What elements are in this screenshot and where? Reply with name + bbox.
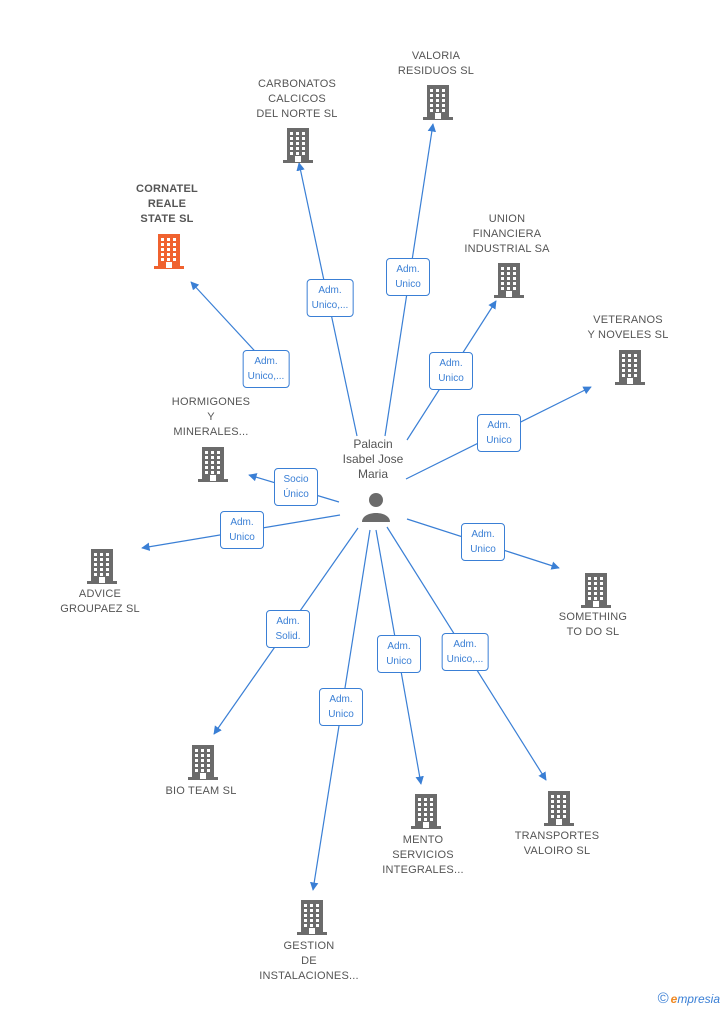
building-icon[interactable] (152, 233, 186, 269)
building-icon[interactable] (613, 349, 647, 385)
edge-label-carbonatos[interactable]: Adm. Unico,... (306, 279, 354, 317)
company-name-bioteam[interactable]: BIO TEAM SL (165, 785, 237, 797)
company-name-carbonatos[interactable]: CARBONATOS CALCICOS DEL NORTE SL (256, 78, 338, 120)
company-name-mento[interactable]: MENTO SERVICIOS INTEGRALES... (382, 834, 464, 876)
edge-label-gestion[interactable]: Adm. Unico (319, 688, 363, 726)
edge-label-veteranos[interactable]: Adm. Unico (477, 414, 521, 452)
building-icon[interactable] (281, 127, 315, 163)
building-icon[interactable] (186, 744, 220, 780)
person-icon[interactable] (359, 490, 393, 524)
building-icon[interactable] (579, 572, 613, 608)
company-name-transportes[interactable]: TRANSPORTES VALOIRO SL (514, 830, 600, 857)
building-icon[interactable] (492, 262, 526, 298)
company-name-valoria[interactable]: VALORIA RESIDUOS SL (397, 50, 475, 77)
edge-label-advice[interactable]: Adm. Unico (220, 511, 264, 549)
copyright-icon: © (657, 990, 669, 1007)
center-person-name: Palacin Isabel Jose Maria (342, 437, 404, 481)
company-name-gestion[interactable]: GESTION DE INSTALACIONES... (259, 940, 359, 982)
brand-name: mpresia (677, 992, 720, 1006)
company-name-veteranos[interactable]: VETERANOS Y NOVELES SL (587, 314, 669, 341)
building-icon[interactable] (85, 548, 119, 584)
edge-label-union[interactable]: Adm. Unico (429, 352, 473, 390)
company-name-something[interactable]: SOMETHING TO DO SL (558, 611, 628, 638)
edge-label-transportes[interactable]: Adm. Unico,... (441, 633, 489, 671)
company-name-hormigones[interactable]: HORMIGONES Y MINERALES... (171, 396, 251, 438)
building-icon[interactable] (421, 84, 455, 120)
building-icon[interactable] (409, 793, 443, 829)
brand-initial: e (670, 992, 678, 1006)
edge-label-hormigones[interactable]: Socio Único (274, 468, 318, 506)
building-icon[interactable] (295, 899, 329, 935)
building-icon[interactable] (196, 446, 230, 482)
company-name-cornatel[interactable]: CORNATEL REALE STATE SL (136, 183, 198, 225)
edge-label-cornatel[interactable]: Adm. Unico,... (242, 350, 290, 388)
edge-label-bioteam[interactable]: Adm. Solid. (266, 610, 310, 648)
building-icon[interactable] (542, 790, 576, 826)
edge-label-mento[interactable]: Adm. Unico (377, 635, 421, 673)
edge-label-something[interactable]: Adm. Unico (461, 523, 505, 561)
company-name-union[interactable]: UNION FINANCIERA INDUSTRIAL SA (464, 213, 550, 255)
empresia-credit[interactable]: ©empresia (658, 990, 720, 1007)
edge-label-valoria[interactable]: Adm. Unico (386, 258, 430, 296)
company-name-advice[interactable]: ADVICE GROUPAEZ SL (60, 588, 140, 615)
